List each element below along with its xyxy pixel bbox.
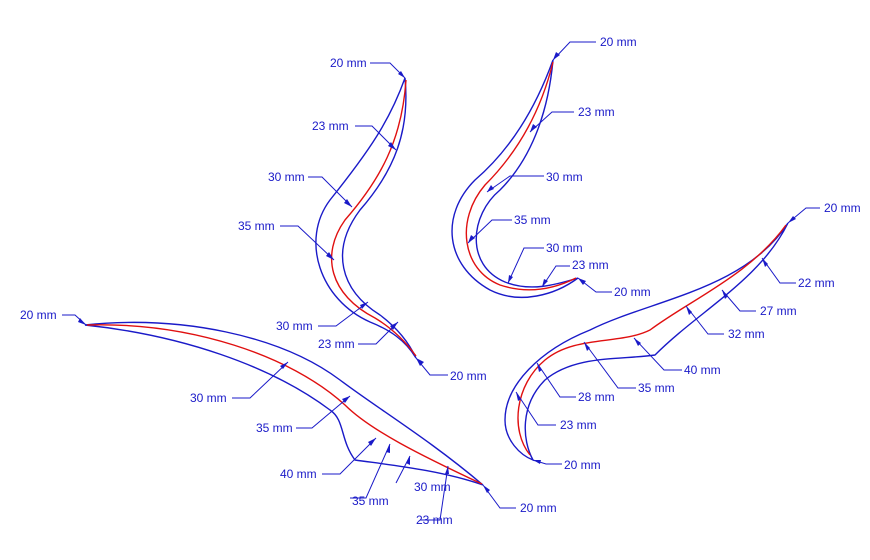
dim-label: 23 mm <box>312 119 349 133</box>
dim-label: 30 mm <box>546 170 583 184</box>
dim-label: 20 mm <box>824 201 861 215</box>
sweep-centerline <box>86 324 483 485</box>
dim-label: 30 mm <box>268 170 305 184</box>
dim-label: 32 mm <box>728 327 765 341</box>
s-curve-blade: 20 mm 23 mm 30 mm 35 mm 30 mm 23 mm <box>238 56 487 383</box>
sweep-leader-7: 23 mm <box>416 465 453 527</box>
s-curve-leader-4: 35 mm <box>238 219 335 261</box>
sweep-leader-3: 35 mm <box>256 395 351 435</box>
curl-leader-6: 35 mm <box>583 341 675 395</box>
dim-label: 27 mm <box>760 304 797 318</box>
curl-leader-1: 20 mm <box>787 201 861 224</box>
dim-label: 35 mm <box>256 421 293 435</box>
dim-label: 20 mm <box>330 56 367 70</box>
dim-label: 30 mm <box>276 319 313 333</box>
s-curve-leader-6: 23 mm <box>318 321 399 351</box>
curl-blade: 20 mm 22 mm 27 mm 32 mm 40 mm 35 mm <box>504 201 861 472</box>
hook-leader-4: 35 mm <box>467 213 551 244</box>
curl-outline <box>504 222 789 462</box>
dim-label: 23 mm <box>416 513 453 527</box>
dim-label: 23 mm <box>318 337 355 351</box>
curl-leader-9: 20 mm <box>532 458 601 472</box>
dim-label: 35 mm <box>514 213 551 227</box>
hook-centerline <box>465 61 577 291</box>
dim-label: 30 mm <box>546 241 583 255</box>
sweep-leader-8: 20 mm <box>482 484 557 515</box>
dim-label: 40 mm <box>684 363 721 377</box>
s-curve-leader-1: 20 mm <box>330 56 406 79</box>
dim-label: 40 mm <box>280 467 317 481</box>
dim-label: 28 mm <box>578 390 615 404</box>
dim-label: 30 mm <box>190 391 227 405</box>
dim-label: 20 mm <box>20 308 57 322</box>
hook-outline <box>451 59 579 298</box>
dim-label: 35 mm <box>238 219 275 233</box>
dim-label: 23 mm <box>560 418 597 432</box>
curl-leader-5: 40 mm <box>633 337 721 377</box>
hook-leader-2: 23 mm <box>529 105 615 133</box>
sweep-leader-2: 30 mm <box>190 361 289 405</box>
sweep-blade: 20 mm 30 mm 35 mm 40 mm 35 mm 30 mm <box>20 308 557 527</box>
curl-leader-3: 27 mm <box>721 289 797 318</box>
curl-centerline <box>517 224 787 456</box>
curl-leader-2: 22 mm <box>761 257 835 290</box>
s-curve-leader-2: 23 mm <box>312 119 397 151</box>
hook-leader-7: 20 mm <box>577 277 651 299</box>
sweep-leader-1: 20 mm <box>20 308 87 326</box>
sweep-leader-4: 40 mm <box>280 437 377 481</box>
dim-label: 22 mm <box>798 276 835 290</box>
dim-label: 20 mm <box>614 285 651 299</box>
s-curve-outline <box>315 77 417 359</box>
curl-leader-4: 32 mm <box>685 305 765 341</box>
dim-label: 23 mm <box>572 258 609 272</box>
dim-label: 20 mm <box>520 501 557 515</box>
sweep-leader-6: 30 mm <box>395 455 451 494</box>
hook-leader-3: 30 mm <box>486 170 583 193</box>
hook-leader-1: 20 mm <box>552 35 637 61</box>
dim-label: 20 mm <box>564 458 601 472</box>
s-curve-leader-7: 20 mm <box>415 357 487 383</box>
curl-leader-7: 28 mm <box>536 362 615 404</box>
hook-blade: 20 mm 23 mm 30 mm 35 mm 30 mm 23 mm <box>451 35 651 299</box>
dim-label: 23 mm <box>578 105 615 119</box>
sweep-leader-5: 35 mm <box>350 443 391 508</box>
s-curve-leader-5: 30 mm <box>276 301 369 333</box>
dim-label: 30 mm <box>414 480 451 494</box>
dim-label: 35 mm <box>638 381 675 395</box>
dim-label: 20 mm <box>600 35 637 49</box>
hook-leader-5: 30 mm <box>507 241 583 284</box>
s-curve-leader-3: 30 mm <box>268 170 353 208</box>
hook-leader-6: 23 mm <box>541 258 609 288</box>
dim-label: 35 mm <box>352 494 389 508</box>
sweep-outline <box>84 321 484 486</box>
dim-label: 20 mm <box>450 369 487 383</box>
curl-leader-8: 23 mm <box>515 391 597 432</box>
